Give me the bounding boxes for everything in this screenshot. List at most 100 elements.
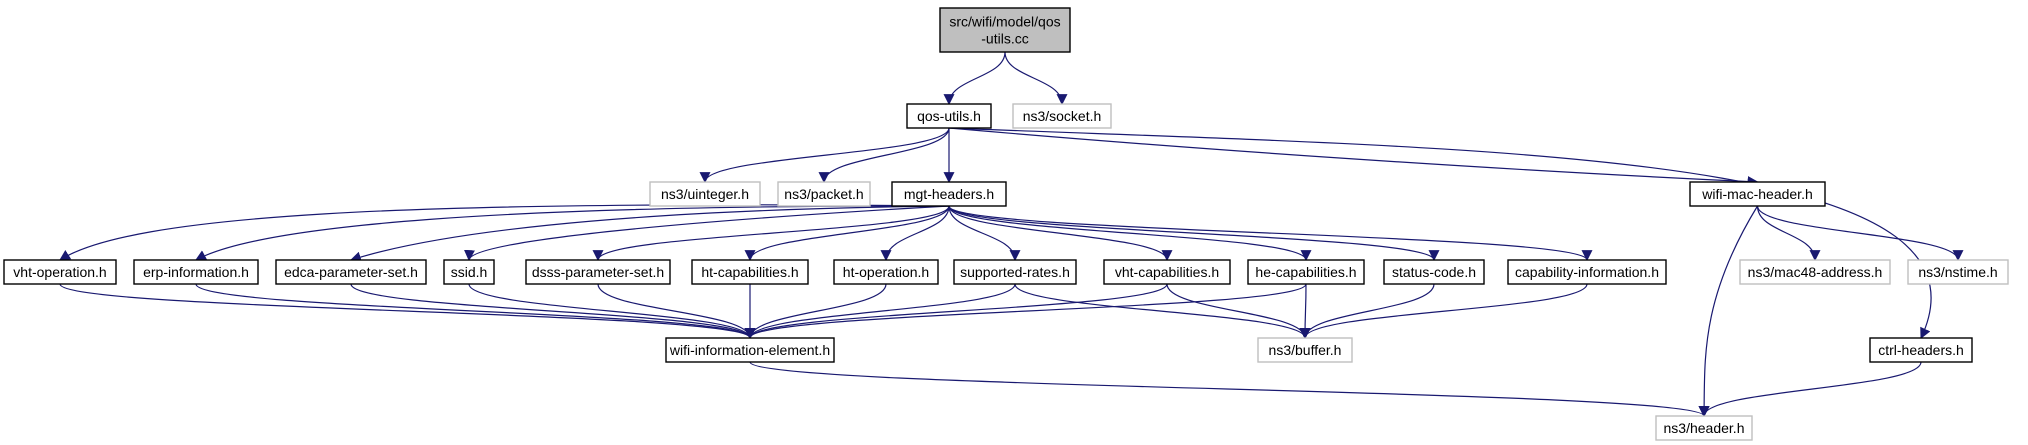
node-label: ns3/nstime.h <box>1918 264 1997 280</box>
node-box <box>1739 259 1891 285</box>
edge-mgt-headers-to-status-code <box>948 205 1440 262</box>
edge-erp-information-to-wie <box>195 283 756 340</box>
edge-mgt-headers-to-vht-operation <box>59 204 950 261</box>
node-nstime: ns3/nstime.h <box>1907 259 2009 285</box>
node-box <box>275 259 427 285</box>
edge-status-code-to-buffer <box>1299 283 1435 340</box>
node-dsss[interactable]: dsss-parameter-set.h <box>525 259 671 285</box>
edge-qos-utils-to-ctrl-headers <box>948 127 1932 339</box>
node-uinteger: ns3/uinteger.h <box>649 181 761 207</box>
node-box <box>1257 337 1353 363</box>
node-label: ns3/socket.h <box>1023 108 1102 124</box>
node-box <box>525 259 671 285</box>
edge-qos-utils-to-wifi-mac-header <box>948 127 1759 188</box>
edge-wifi-mac-header-to-header <box>1698 205 1759 418</box>
edge-mgt-headers-to-ht-cap <box>744 205 950 262</box>
node-box <box>1869 337 1973 363</box>
node-box <box>443 259 495 285</box>
edge-mgt-headers-to-supported-rates <box>948 205 1021 262</box>
node-ht-cap[interactable]: ht-capabilities.h <box>691 259 809 285</box>
node-label: vht-operation.h <box>13 264 106 280</box>
node-packet: ns3/packet.h <box>777 181 871 207</box>
node-label: he-capabilities.h <box>1255 264 1356 280</box>
edge-supported-rates-to-buffer <box>1014 283 1311 340</box>
edge-wifi-mac-header-to-mac48 <box>1756 205 1821 262</box>
edge-dsss-to-wie <box>597 283 756 340</box>
node-ssid[interactable]: ssid.h <box>443 259 495 285</box>
edge-ctrl-headers-to-header <box>1698 361 1922 418</box>
node-label: ns3/packet.h <box>784 186 863 202</box>
edge-qos-utils-to-packet <box>818 127 950 184</box>
node-label: qos-utils.h <box>917 108 981 124</box>
node-status-code[interactable]: status-code.h <box>1383 259 1485 285</box>
node-he-cap[interactable]: he-capabilities.h <box>1247 259 1365 285</box>
edge-mgt-headers-to-cap-info <box>948 205 1593 262</box>
node-label: -utils.cc <box>981 31 1028 47</box>
node-box <box>1655 415 1753 441</box>
edge-vht-cap-to-buffer <box>1166 283 1311 340</box>
node-wie[interactable]: wifi-information-element.h <box>665 337 835 363</box>
node-label: ns3/mac48-address.h <box>1748 264 1883 280</box>
node-wifi-mac-header[interactable]: wifi-mac-header.h <box>1689 181 1826 207</box>
node-label: ht-operation.h <box>843 264 929 280</box>
edge-supported-rates-to-wie <box>744 283 1016 340</box>
node-vht-cap[interactable]: vht-capabilities.h <box>1103 259 1231 285</box>
node-label: vht-capabilities.h <box>1115 264 1219 280</box>
node-label: ns3/header.h <box>1664 420 1745 436</box>
node-qos-utils[interactable]: qos-utils.h <box>906 103 992 129</box>
node-box <box>833 259 939 285</box>
edge-he-cap-to-wie <box>744 283 1307 340</box>
node-box <box>1507 259 1667 285</box>
node-box <box>953 259 1077 285</box>
edge-mgt-headers-to-edca <box>349 205 950 263</box>
node-label: status-code.h <box>1392 264 1476 280</box>
node-root[interactable]: src/wifi/model/qos-utils.cc <box>939 7 1071 53</box>
node-label: ssid.h <box>451 264 488 280</box>
edge-ssid-to-wie <box>468 283 756 340</box>
node-box <box>691 259 809 285</box>
node-label: src/wifi/model/qos <box>949 14 1060 30</box>
node-label: ctrl-headers.h <box>1878 342 1964 358</box>
edge-he-cap-to-buffer <box>1299 283 1311 340</box>
node-buffer: ns3/buffer.h <box>1257 337 1353 363</box>
edge-mgt-headers-to-ht-op <box>880 205 950 262</box>
edge-mgt-headers-to-erp-information <box>195 205 950 261</box>
node-box <box>649 181 761 207</box>
node-label: wifi-information-element.h <box>669 342 830 358</box>
edge-mgt-headers-to-he-cap <box>948 205 1312 262</box>
node-label: supported-rates.h <box>960 264 1070 280</box>
node-header: ns3/header.h <box>1655 415 1753 441</box>
node-erp-information[interactable]: erp-information.h <box>133 259 259 285</box>
edge-root-to-qos-utils <box>943 51 1006 106</box>
node-box <box>665 337 835 363</box>
edge-cap-info-to-buffer <box>1299 283 1588 340</box>
edge-wie-to-header <box>749 361 1710 418</box>
node-box <box>1383 259 1485 285</box>
edge-mgt-headers-to-ssid <box>464 205 950 262</box>
node-label: mgt-headers.h <box>904 186 994 202</box>
node-box <box>939 7 1071 53</box>
node-label: capability-information.h <box>1515 264 1659 280</box>
node-edca[interactable]: edca-parameter-set.h <box>275 259 427 285</box>
edge-mgt-headers-to-vht-cap <box>948 205 1173 262</box>
node-box <box>3 259 117 285</box>
edge-vht-cap-to-wie <box>744 283 1168 340</box>
node-supported-rates[interactable]: supported-rates.h <box>953 259 1077 285</box>
edge-edca-to-wie <box>350 283 756 340</box>
node-mac48: ns3/mac48-address.h <box>1739 259 1891 285</box>
node-mgt-headers[interactable]: mgt-headers.h <box>891 181 1007 207</box>
node-label: ns3/buffer.h <box>1269 342 1342 358</box>
node-ctrl-headers[interactable]: ctrl-headers.h <box>1869 337 1973 363</box>
node-label: edca-parameter-set.h <box>284 264 418 280</box>
node-label: ht-capabilities.h <box>701 264 798 280</box>
node-label: ns3/uinteger.h <box>661 186 749 202</box>
node-ht-op[interactable]: ht-operation.h <box>833 259 939 285</box>
node-cap-info[interactable]: capability-information.h <box>1507 259 1667 285</box>
node-box <box>1103 259 1231 285</box>
node-label: dsss-parameter-set.h <box>532 264 664 280</box>
node-box <box>1689 181 1826 207</box>
node-vht-operation[interactable]: vht-operation.h <box>3 259 117 285</box>
edge-wifi-mac-header-to-nstime <box>1756 205 1964 262</box>
node-label: erp-information.h <box>143 264 249 280</box>
